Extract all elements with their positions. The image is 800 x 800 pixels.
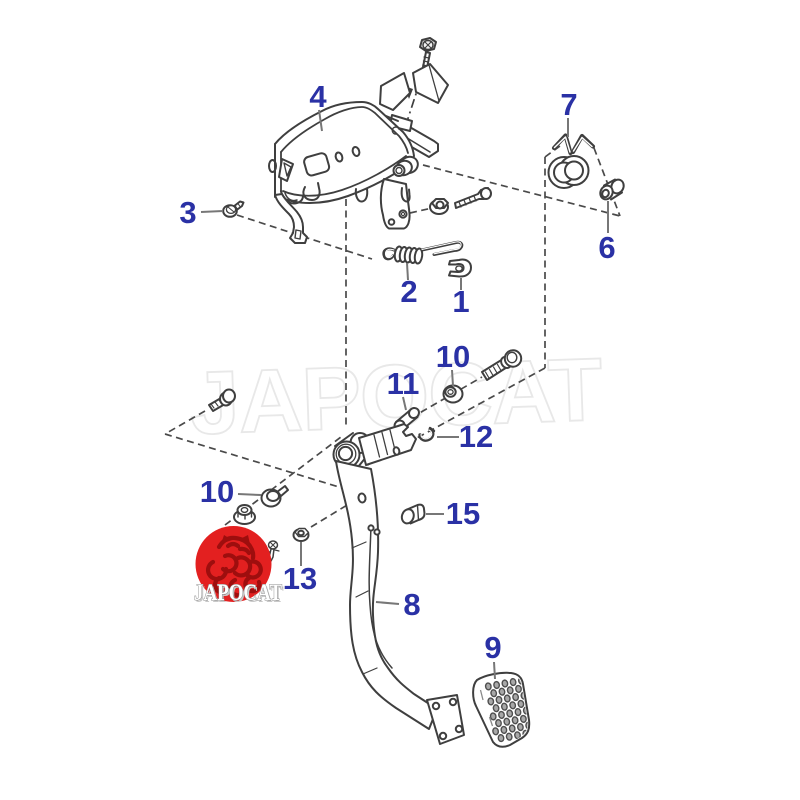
svg-text:11: 11	[387, 366, 420, 401]
svg-text:2: 2	[400, 274, 417, 309]
svg-text:JAPOCAT: JAPOCAT	[196, 582, 284, 607]
svg-text:10: 10	[200, 474, 234, 509]
svg-text:JAPOCAT: JAPOCAT	[188, 339, 604, 453]
svg-text:3: 3	[179, 195, 196, 230]
svg-text:12: 12	[459, 419, 493, 454]
svg-text:4: 4	[309, 79, 327, 114]
svg-text:7: 7	[560, 87, 577, 122]
svg-text:13: 13	[283, 561, 317, 596]
svg-text:JAPOCAT: JAPOCAT	[194, 580, 282, 605]
svg-text:10: 10	[436, 339, 470, 374]
svg-text:1: 1	[452, 284, 469, 319]
svg-text:8: 8	[403, 587, 420, 622]
svg-text:6: 6	[598, 230, 615, 265]
svg-text:9: 9	[484, 630, 501, 665]
svg-text:15: 15	[446, 496, 480, 531]
